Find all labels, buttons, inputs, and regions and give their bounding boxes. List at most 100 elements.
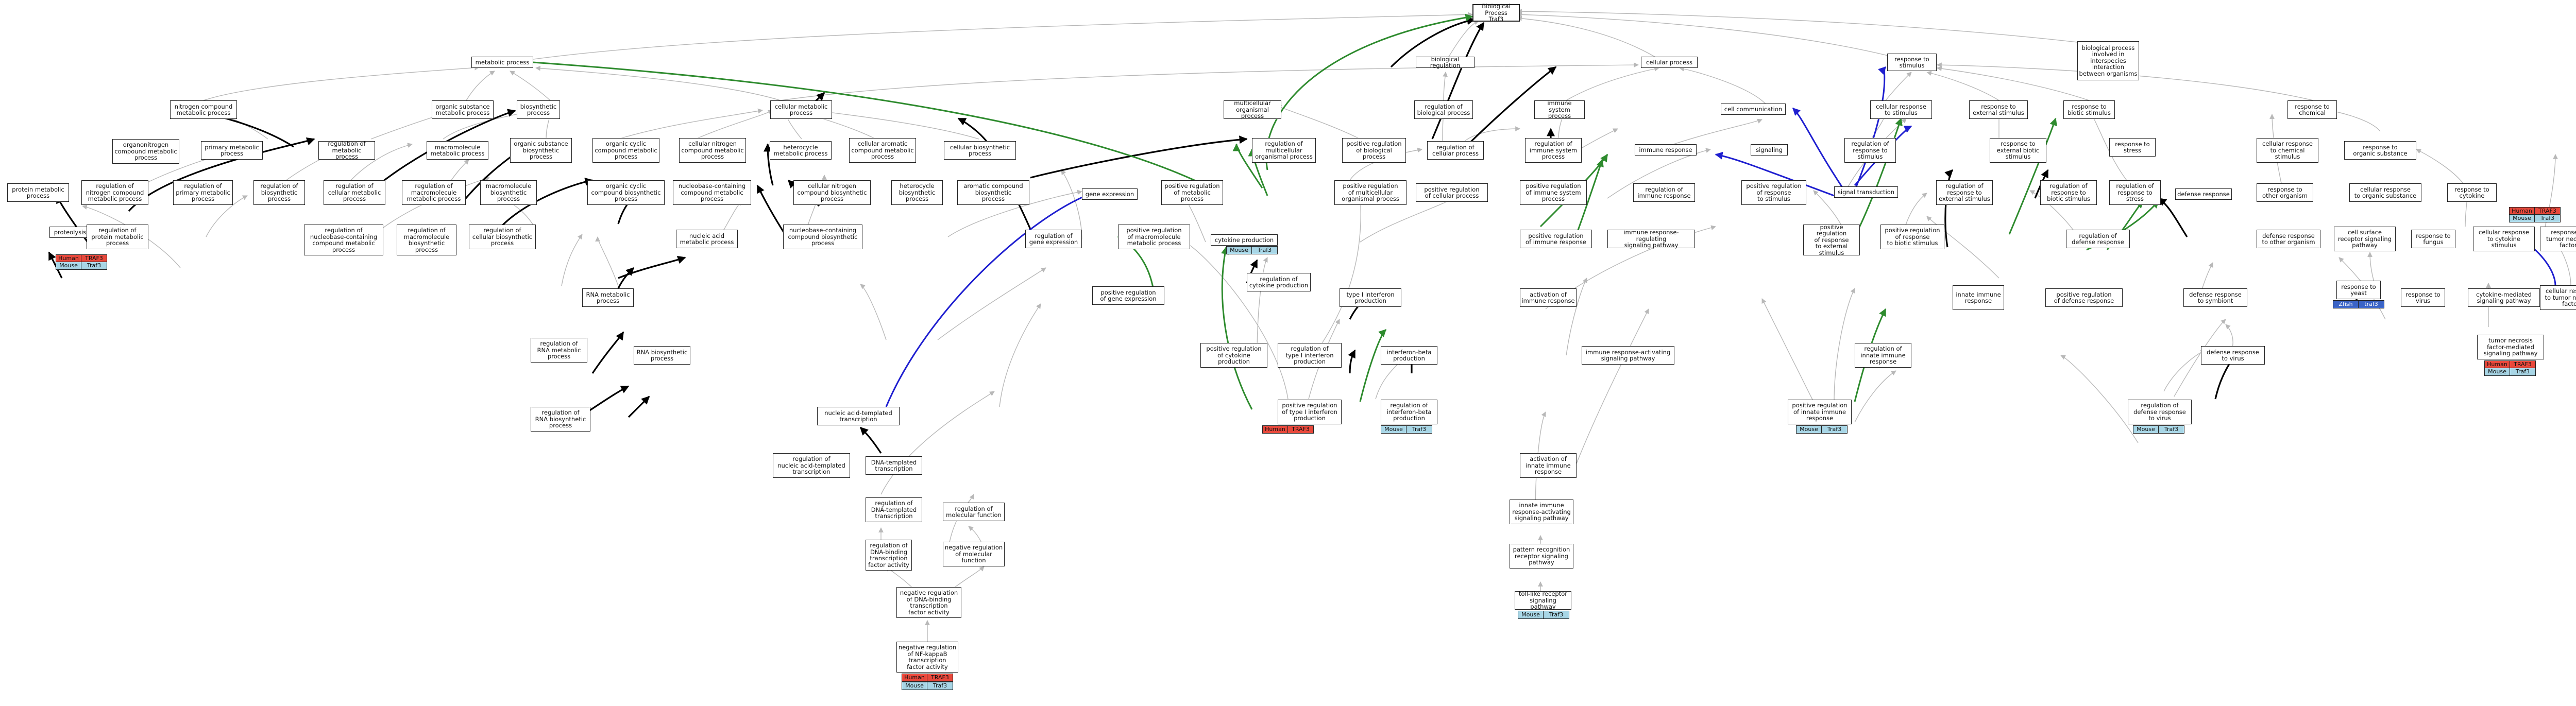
node-positive-regulation-of-biological[interactable]: positive regulation of biological proces…	[1342, 138, 1406, 163]
node-defense-response-to-symbiont[interactable]: defense response to symbiont	[2183, 288, 2247, 307]
node-macromolecule-biosynthetic[interactable]: macromolecule biosynthetic process	[480, 180, 537, 205]
node-innate-immune-response-activating[interactable]: innate immune response-activating signal…	[1510, 500, 1573, 524]
node-organonitrogen-metabolic[interactable]: organonitrogen compound metabolic proces…	[112, 139, 179, 164]
node-proteolysis[interactable]: proteolysis	[49, 227, 91, 238]
node-regulation-of-macromolecule-biosynthetic[interactable]: regulation of macromolecule biosynthetic…	[397, 225, 456, 255]
node-positive-regulation-of-multicellular[interactable]: positive regulation of multicellular org…	[1334, 180, 1406, 205]
node-cell-surface-receptor-signaling[interactable]: cell surface receptor signaling pathway	[2334, 227, 2396, 251]
node-heterocycle-biosynthetic[interactable]: heterocycle biosynthetic process	[891, 180, 943, 205]
node-regulation-of-type-i-interferon[interactable]: regulation of type I interferon producti…	[1278, 343, 1342, 368]
node-regulation-of-nucleic-acid-templated[interactable]: regulation of nucleic acid-templated tra…	[773, 453, 850, 478]
node-positive-regulation-of-response-to-external[interactable]: positive regulation of response to exter…	[1803, 224, 1860, 256]
node-negative-regulation-of-nf-kappab[interactable]: negative regulation of NF-kappaB transcr…	[896, 642, 958, 673]
node-nucleic-acid-templated-transcription[interactable]: nucleic acid-templated transcription	[817, 407, 900, 425]
node-nitrogen-compound-metabolic[interactable]: nitrogen compound metabolic process	[170, 100, 237, 119]
node-response-to-other-organism[interactable]: response to other organism	[2257, 183, 2313, 202]
node-nucleobase-containing-biosynthetic[interactable]: nucleobase-containing compound biosynthe…	[783, 225, 862, 249]
node-cellular-biosynthetic[interactable]: cellular biosynthetic process	[944, 141, 1016, 160]
node-dna-templated-transcription[interactable]: DNA-templated transcription	[866, 456, 922, 475]
node-defense-response[interactable]: defense response	[2175, 188, 2232, 200]
node-regulation-of-defense-response[interactable]: regulation of defense response	[2066, 230, 2130, 248]
node-cellular-response-to-chemical[interactable]: cellular response to chemical stimulus	[2257, 138, 2318, 163]
node-primary-metabolic[interactable]: primary metabolic process	[201, 141, 263, 160]
node-regulation-of-defense-response-to-virus[interactable]: regulation of defense response to virus	[2128, 400, 2192, 424]
node-positive-regulation-of-type-i-interferon[interactable]: positive regulation of type I interferon…	[1278, 400, 1342, 424]
node-regulation-of-immune-response[interactable]: regulation of immune response	[1633, 183, 1695, 202]
node-regulation-of-protein-metabolic[interactable]: regulation of protein metabolic process	[87, 225, 148, 249]
node-positive-regulation-of-cellular[interactable]: positive regulation of cellular process	[1416, 183, 1488, 202]
node-organic-substance-biosynthetic[interactable]: organic substance biosynthetic process	[510, 138, 572, 163]
node-activation-of-innate-immune[interactable]: activation of innate immune response	[1520, 453, 1577, 478]
node-rna-biosynthetic[interactable]: RNA biosynthetic process	[634, 346, 690, 365]
node-positive-regulation-of-metabolic[interactable]: positive regulation of metabolic process	[1161, 180, 1223, 205]
node-signal-transduction[interactable]: signal transduction	[1834, 186, 1898, 198]
node-cytokine-production[interactable]: cytokine production	[1211, 234, 1278, 246]
node-regulation-of-cellular-biosynthetic[interactable]: regulation of cellular biosynthetic proc…	[469, 225, 536, 249]
node-response-to-stimulus[interactable]: response to stimulus	[1887, 54, 1937, 71]
node-rna-metabolic[interactable]: RNA metabolic process	[582, 288, 634, 307]
node-regulation-of-innate-immune-response[interactable]: regulation of innate immune response	[1855, 343, 1911, 368]
node-regulation-of-metabolic[interactable]: regulation of metabolic process	[318, 141, 375, 160]
node-toll-like-receptor-signaling[interactable]: toll-like receptor signaling pathway	[1515, 591, 1571, 610]
node-biological-regulation[interactable]: biological regulation	[1416, 56, 1475, 68]
node-regulation-of-nucleobase-containing[interactable]: regulation of nucleobase-containing comp…	[304, 225, 383, 255]
node-positive-regulation-of-defense-response[interactable]: positive regulation of defense response	[2045, 288, 2123, 307]
node-immune-response[interactable]: immune response	[1635, 144, 1697, 156]
node-aromatic-compound-biosynthetic[interactable]: aromatic compound biosynthetic process	[957, 180, 1029, 205]
node-regulation-of-biosynthetic[interactable]: regulation of biosynthetic process	[253, 180, 305, 205]
node-positive-regulation-of-immune-system[interactable]: positive regulation of immune system pro…	[1520, 180, 1587, 205]
node-regulation-of-primary-metabolic[interactable]: regulation of primary metabolic process	[173, 180, 233, 205]
node-regulation-of-response-to-biotic[interactable]: regulation of response to biotic stimulu…	[2040, 180, 2097, 205]
node-regulation-of-response-to-external[interactable]: regulation of response to external stimu…	[1936, 180, 1993, 205]
node-activation-of-immune-response[interactable]: activation of immune response	[1520, 288, 1577, 307]
node-response-to-external[interactable]: response to external stimulus	[1969, 100, 2028, 119]
node-positive-regulation-of-cytokine-production[interactable]: positive regulation of cytokine producti…	[1200, 343, 1267, 368]
node-cellular-nitrogen-metabolic[interactable]: cellular nitrogen compound metabolic pro…	[679, 138, 746, 163]
node-nucleic-acid-metabolic[interactable]: nucleic acid metabolic process	[676, 230, 738, 248]
node-macromolecule-metabolic[interactable]: macromolecule metabolic process	[427, 141, 488, 160]
node-cellular-response-to-tnf[interactable]: cellular response to tumor necrosis fact…	[2540, 285, 2576, 310]
node-cellular-aromatic-metabolic[interactable]: cellular aromatic compound metabolic pro…	[849, 138, 916, 163]
node-regulation-of-biological[interactable]: regulation of biological process	[1414, 100, 1473, 119]
node-defense-response-to-virus[interactable]: defense response to virus	[2201, 346, 2265, 365]
node-cellular-response-to-cytokine[interactable]: cellular response to cytokine stimulus	[2473, 227, 2535, 251]
node-cellular-response-to-organic[interactable]: cellular response to organic substance	[2349, 183, 2421, 202]
node-biological-process[interactable]: Biological Process Traf3	[1472, 3, 1520, 22]
node-regulation-of-gene-expression[interactable]: regulation of gene expression	[1025, 230, 1082, 248]
node-positive-regulation-of-response-to-biotic[interactable]: positive regulation of response to bioti…	[1880, 225, 1944, 249]
node-response-to-tnf[interactable]: response to tumor necrosis factor	[2540, 227, 2576, 251]
node-regulation-of-cellular-process[interactable]: regulation of cellular process	[1427, 141, 1484, 160]
node-positive-regulation-of-macromolecule[interactable]: positive regulation of macromolecule met…	[1118, 225, 1190, 249]
node-regulation-of-dna-templated[interactable]: regulation of DNA-templated transcriptio…	[866, 497, 922, 522]
node-defense-response-to-other-organism[interactable]: defense response to other organism	[2257, 230, 2320, 248]
node-regulation-of-dna-binding[interactable]: regulation of DNA-binding transcription …	[866, 540, 912, 571]
node-regulation-of-interferon-beta[interactable]: regulation of interferon-beta production	[1381, 400, 1437, 424]
node-organic-cyclic-biosynthetic[interactable]: organic cyclic compound biosynthetic pro…	[587, 180, 665, 205]
node-cell-communication[interactable]: cell communication	[1721, 104, 1786, 115]
node-negative-regulation-of-molecular-function[interactable]: negative regulation of molecular functio…	[943, 542, 1005, 566]
node-innate-immune-response[interactable]: innate immune response	[1953, 285, 2004, 310]
node-immune-response-activating-signaling[interactable]: immune response-activating signaling pat…	[1582, 346, 1674, 365]
node-organic-cyclic-metabolic[interactable]: organic cyclic compound metabolic proces…	[592, 138, 659, 163]
node-response-to-external-biotic[interactable]: response to external biotic stimulus	[1990, 138, 2046, 163]
node-nucleobase-containing-metabolic[interactable]: nucleobase-containing compound metabolic…	[673, 180, 751, 205]
node-regulation-of-cellular-metabolic[interactable]: regulation of cellular metabolic process	[324, 180, 385, 205]
node-regulation-of-response-to-stimulus[interactable]: regulation of response to stimulus	[1844, 138, 1896, 163]
node-interspecies-interaction[interactable]: biological process involved in interspec…	[2077, 41, 2139, 80]
node-cellular-metabolic-process[interactable]: cellular metabolic process	[770, 100, 832, 119]
node-gene-expression[interactable]: gene expression	[1082, 188, 1138, 200]
node-response-to-yeast[interactable]: response to yeast	[2336, 281, 2381, 299]
node-type-i-interferon-production[interactable]: type I interferon production	[1340, 288, 1401, 307]
node-multicellular-organismal[interactable]: multicellular organismal process	[1224, 100, 1281, 119]
node-regulation-of-rna-biosynthetic[interactable]: regulation of RNA biosynthetic process	[531, 407, 590, 432]
node-heterocycle-metabolic[interactable]: heterocycle metabolic process	[770, 141, 832, 160]
node-positive-regulation-of-innate-immune[interactable]: positive regulation of innate immune res…	[1788, 400, 1852, 424]
node-metabolic-process[interactable]: metabolic process	[471, 57, 533, 68]
node-regulation-of-response-to-stress[interactable]: regulation of response to stress	[2109, 180, 2161, 205]
node-response-to-virus[interactable]: response to virus	[2401, 288, 2445, 307]
node-regulation-of-rna-metabolic[interactable]: regulation of RNA metabolic process	[531, 338, 587, 363]
node-negative-regulation-of-dna-binding[interactable]: negative regulation of DNA-binding trans…	[896, 587, 961, 618]
node-regulation-of-cytokine-production[interactable]: regulation of cytokine production	[1247, 273, 1311, 291]
node-protein-metabolic[interactable]: protein metabolic process	[7, 183, 69, 202]
node-response-to-organic-substance[interactable]: response to organic substance	[2344, 141, 2416, 160]
